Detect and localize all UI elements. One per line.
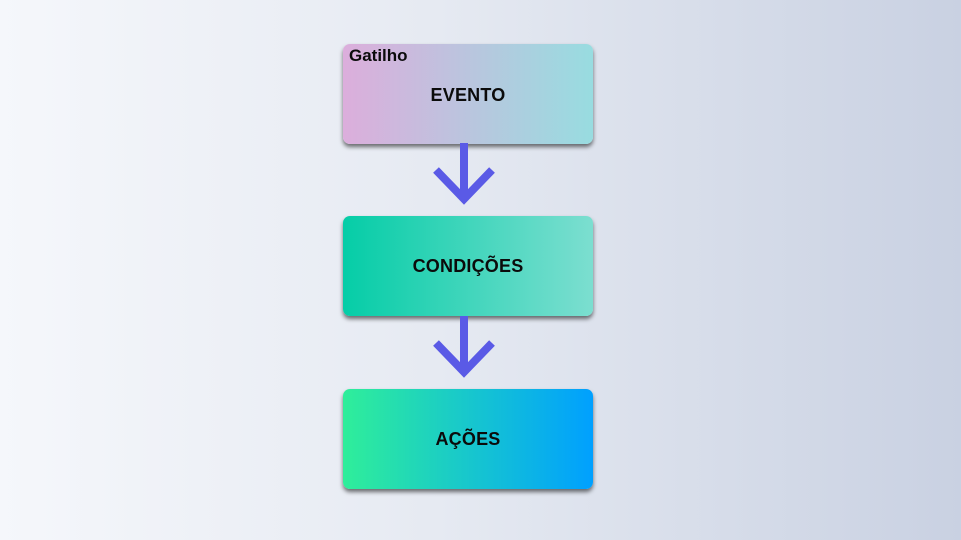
step-condicoes-label: CONDIÇÕES — [412, 255, 524, 276]
step-condicoes: CONDIÇÕES — [343, 216, 593, 316]
step-acoes: AÇÕES — [343, 389, 593, 489]
step-evento: Gatilho EVENTO — [343, 44, 593, 144]
trigger-tag: Gatilho — [349, 46, 408, 65]
step-acoes-label: AÇÕES — [435, 428, 501, 449]
step-evento-label: EVENTO — [430, 84, 506, 105]
arrow-down-icon — [433, 143, 495, 205]
arrow-down-icon — [433, 316, 495, 378]
